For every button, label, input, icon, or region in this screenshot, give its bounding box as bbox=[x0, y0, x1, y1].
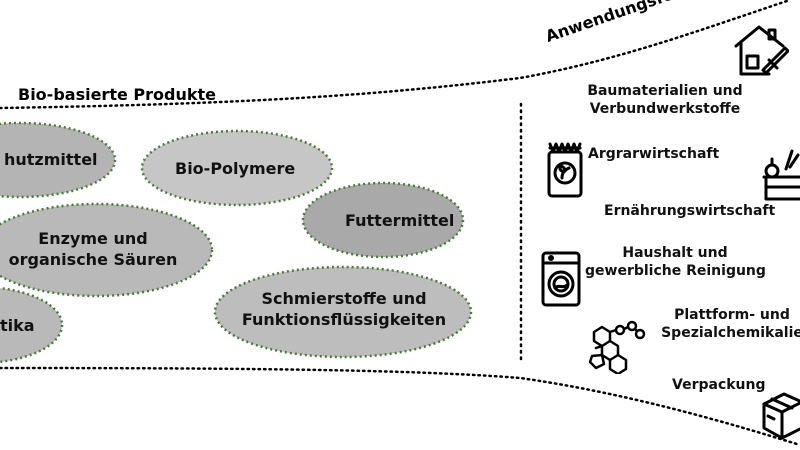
product-label-enzyme-line1: Enzyme und bbox=[38, 229, 148, 248]
application-ernaehrungswirtschaft: Ernährungswirtschaft bbox=[604, 203, 776, 219]
product-label-enzyme: Enzyme und organische Säuren bbox=[2, 229, 184, 271]
ellipse-bio-polymere bbox=[140, 129, 334, 207]
ellipse-schmierstoffe bbox=[213, 265, 473, 359]
molecule-icon bbox=[588, 320, 646, 374]
washing-machine-icon bbox=[541, 251, 581, 307]
application-haushalt-line1: Haushalt und bbox=[622, 245, 728, 261]
seed-bag-icon bbox=[547, 142, 583, 198]
product-label-schmierstoffe-line2: Funktionsflüssigkeiten bbox=[241, 309, 447, 329]
application-baumaterialien-line2: Verbundwerkstoffe bbox=[589, 101, 741, 118]
product-label-enzyme-line2: organische Säuren bbox=[8, 249, 178, 269]
application-chemikalien-line2: Spezialchemikalie bbox=[661, 325, 800, 342]
product-label-schutzmittel: hutzmittel bbox=[4, 150, 98, 169]
application-baumaterialien-line1: Baumaterialien und bbox=[587, 83, 743, 99]
application-haushalt-line2: gewerbliche Reinigung bbox=[585, 263, 766, 280]
lower-boundary-curve bbox=[0, 366, 800, 447]
application-baumaterialien: Baumaterialien und Verbundwerkstoffe bbox=[570, 82, 760, 118]
product-ellipses bbox=[0, 121, 473, 364]
box-icon bbox=[762, 392, 800, 440]
product-label-schmierstoffe: Schmierstoffe und Funktionsflüssigkeiten bbox=[226, 289, 462, 331]
product-label-schmierstoffe-line1: Schmierstoffe und bbox=[261, 289, 427, 308]
application-agrarwirtschaft: Argrarwirtschaft bbox=[588, 146, 720, 162]
vegetable-crate-icon bbox=[762, 149, 800, 201]
ellipse-enzyme bbox=[0, 202, 214, 298]
application-chemikalien: Plattform- und Spezialchemikalie bbox=[652, 306, 800, 342]
upper-boundary-curve bbox=[0, 0, 792, 110]
products-title: Bio-basierte Produkte bbox=[18, 85, 216, 104]
ellipse-schutzmittel bbox=[0, 121, 117, 199]
product-label-futtermittel: Futtermittel bbox=[345, 211, 455, 230]
application-haushalt: Haushalt und gewerbliche Reinigung bbox=[585, 244, 766, 280]
application-verpackung: Verpackung bbox=[672, 377, 766, 393]
ellipse-kosmetika bbox=[0, 286, 64, 364]
product-label-kosmetika: tika bbox=[0, 316, 35, 335]
product-label-bio-polymere: Bio-Polymere bbox=[175, 159, 296, 178]
application-chemikalien-line1: Plattform- und bbox=[674, 307, 790, 323]
ellipse-futtermittel bbox=[301, 181, 465, 259]
house-icon bbox=[734, 25, 789, 76]
